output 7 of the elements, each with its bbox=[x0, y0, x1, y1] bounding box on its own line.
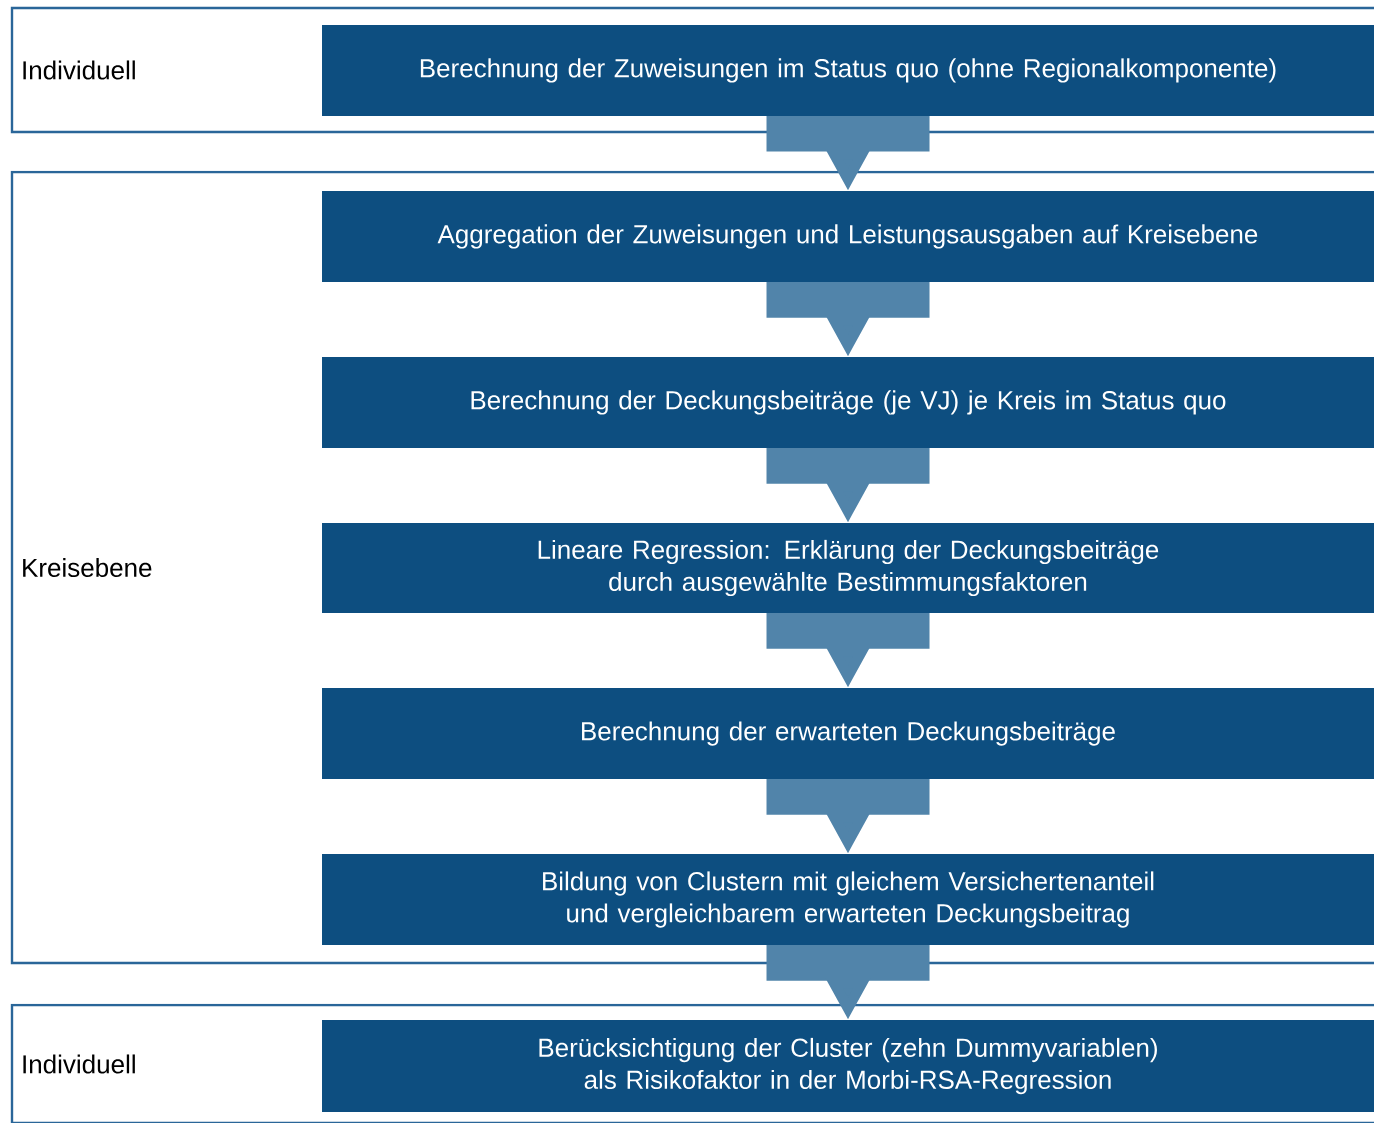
process-box: Berücksichtigung der Cluster (zehn Dummyvariablen) als Risikofaktor in der Morbi-RSA-Regression bbox=[322, 1020, 1374, 1112]
process-box: Berechnung der erwarteten Deckungsbeiträge bbox=[322, 688, 1374, 779]
process-box: Berechnung der Deckungsbeiträge (je VJ) je Kreis im Status quo bbox=[322, 357, 1374, 448]
process-box: Lineare Regression: Erklärung der Deckungsbeiträge durch ausgewählte Bestimmungsfaktoren bbox=[322, 523, 1374, 613]
process-box: Aggregation der Zuweisungen und Leistungsausgaben auf Kreisebene bbox=[322, 191, 1374, 282]
process-box: Berechnung der Zuweisungen im Status quo (ohne Regionalkomponente) bbox=[322, 25, 1374, 116]
process-box: Bildung von Clustern mit gleichem Versichertenanteil und vergleichbarem erwarteten Deckungsbeitrag bbox=[322, 854, 1374, 945]
